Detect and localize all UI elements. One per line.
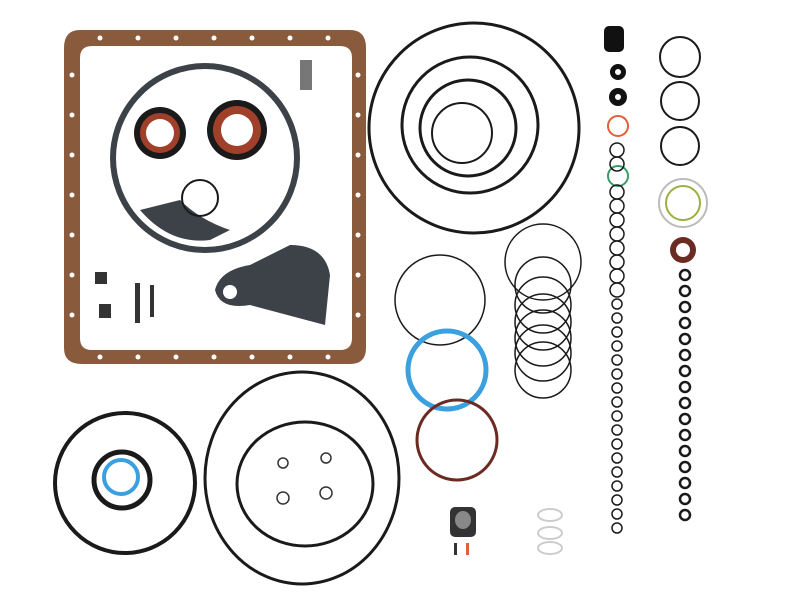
- pump-gasket-hole: [223, 285, 237, 299]
- small-seals: [609, 64, 696, 263]
- small-o-ring: [611, 466, 623, 478]
- small-o-ring: [678, 380, 692, 394]
- small-o-ring: [611, 326, 623, 338]
- small-o-ring: [611, 522, 623, 534]
- small-o-ring: [678, 284, 692, 298]
- small-o-ring: [678, 412, 692, 426]
- bolt-hole: [69, 72, 75, 78]
- rear-seal: [207, 100, 267, 160]
- stacked-ring: [514, 293, 572, 351]
- small-o-ring: [181, 179, 219, 217]
- small-o-ring: [611, 340, 623, 352]
- bolt-hole: [97, 354, 103, 360]
- bolt-hole: [249, 354, 255, 360]
- small-o-ring: [678, 444, 692, 458]
- stacked-ring: [514, 309, 572, 367]
- small-o-ring: [611, 354, 623, 366]
- small-o-ring: [611, 298, 623, 310]
- thin-sealing-ring: [394, 254, 486, 346]
- small-o-ring: [611, 312, 623, 324]
- bolt-hole: [211, 35, 217, 41]
- stacked-ring: [514, 324, 572, 382]
- small-o-ring: [678, 508, 692, 522]
- small-o-ring: [611, 494, 623, 506]
- large-o-rings: [367, 21, 581, 235]
- bolt-hole: [69, 232, 75, 238]
- bolt-hole: [325, 354, 331, 360]
- small-o-ring: [678, 348, 692, 362]
- bolt-hole: [355, 192, 361, 198]
- bolt-hole: [355, 232, 361, 238]
- small-parts: [95, 272, 154, 323]
- small-o-ring: [611, 438, 623, 450]
- right-column-rings: [658, 36, 708, 228]
- bottom-left-rings: [53, 411, 197, 555]
- bolt-hole: [69, 192, 75, 198]
- orange-o-ring: [607, 115, 629, 137]
- bolt-hole: [355, 272, 361, 278]
- small-o-ring: [609, 282, 625, 298]
- stacked-ring: [514, 256, 572, 314]
- small-o-ring: [678, 476, 692, 490]
- small-o-ring: [678, 316, 692, 330]
- bolt-hole: [69, 272, 75, 278]
- front-seal: [134, 107, 186, 159]
- green-o-ring: [607, 165, 629, 187]
- ring-stack: [504, 223, 582, 399]
- small-o-ring: [611, 410, 623, 422]
- bolt-hole: [355, 72, 361, 78]
- stacked-ring: [514, 341, 572, 399]
- small-o-ring: [678, 332, 692, 346]
- washers: [537, 508, 563, 555]
- bolt-hole: [173, 354, 179, 360]
- small-o-ring: [611, 424, 623, 436]
- small-o-ring: [611, 508, 623, 520]
- blue-sealing-ring: [405, 328, 489, 412]
- stacked-ring: [504, 223, 582, 301]
- small-o-ring: [678, 460, 692, 474]
- bolt-hole: [355, 312, 361, 318]
- small-o-ring: [678, 396, 692, 410]
- bolt-hole: [287, 35, 293, 41]
- bolt-hole: [211, 354, 217, 360]
- bolt-hole: [97, 35, 103, 41]
- bolt-hole: [355, 152, 361, 158]
- spring: [300, 60, 312, 90]
- bolt-hole: [135, 35, 141, 41]
- bolt-hole: [173, 35, 179, 41]
- small-o-ring: [611, 396, 623, 408]
- brown-o-ring: [415, 398, 499, 482]
- bolt-hole: [249, 35, 255, 41]
- bolt-hole: [287, 354, 293, 360]
- clips: [276, 452, 333, 505]
- small-o-ring: [611, 382, 623, 394]
- small-o-ring: [678, 364, 692, 378]
- small-o-rings: [609, 142, 692, 534]
- bolt-hole: [355, 112, 361, 118]
- bolt-hole: [135, 354, 141, 360]
- stacked-ring: [514, 276, 572, 334]
- bolt-hole: [69, 112, 75, 118]
- small-o-ring: [611, 368, 623, 380]
- oval-pan-rings: [203, 370, 401, 586]
- bushing: [450, 507, 476, 555]
- bolt-hole: [69, 312, 75, 318]
- small-o-ring: [678, 492, 692, 506]
- small-o-ring: [678, 428, 692, 442]
- small-o-ring: [609, 156, 625, 172]
- small-o-ring: [611, 480, 623, 492]
- valve-body-gasket: [110, 63, 300, 253]
- small-o-ring: [678, 300, 692, 314]
- small-o-ring: [611, 452, 623, 464]
- small-o-ring: [678, 268, 692, 282]
- valve-seal: [604, 26, 624, 52]
- cork-gasket-bolt-holes: [69, 35, 361, 360]
- pump-gasket: [215, 245, 330, 325]
- bolt-hole: [325, 35, 331, 41]
- bolt-hole: [69, 152, 75, 158]
